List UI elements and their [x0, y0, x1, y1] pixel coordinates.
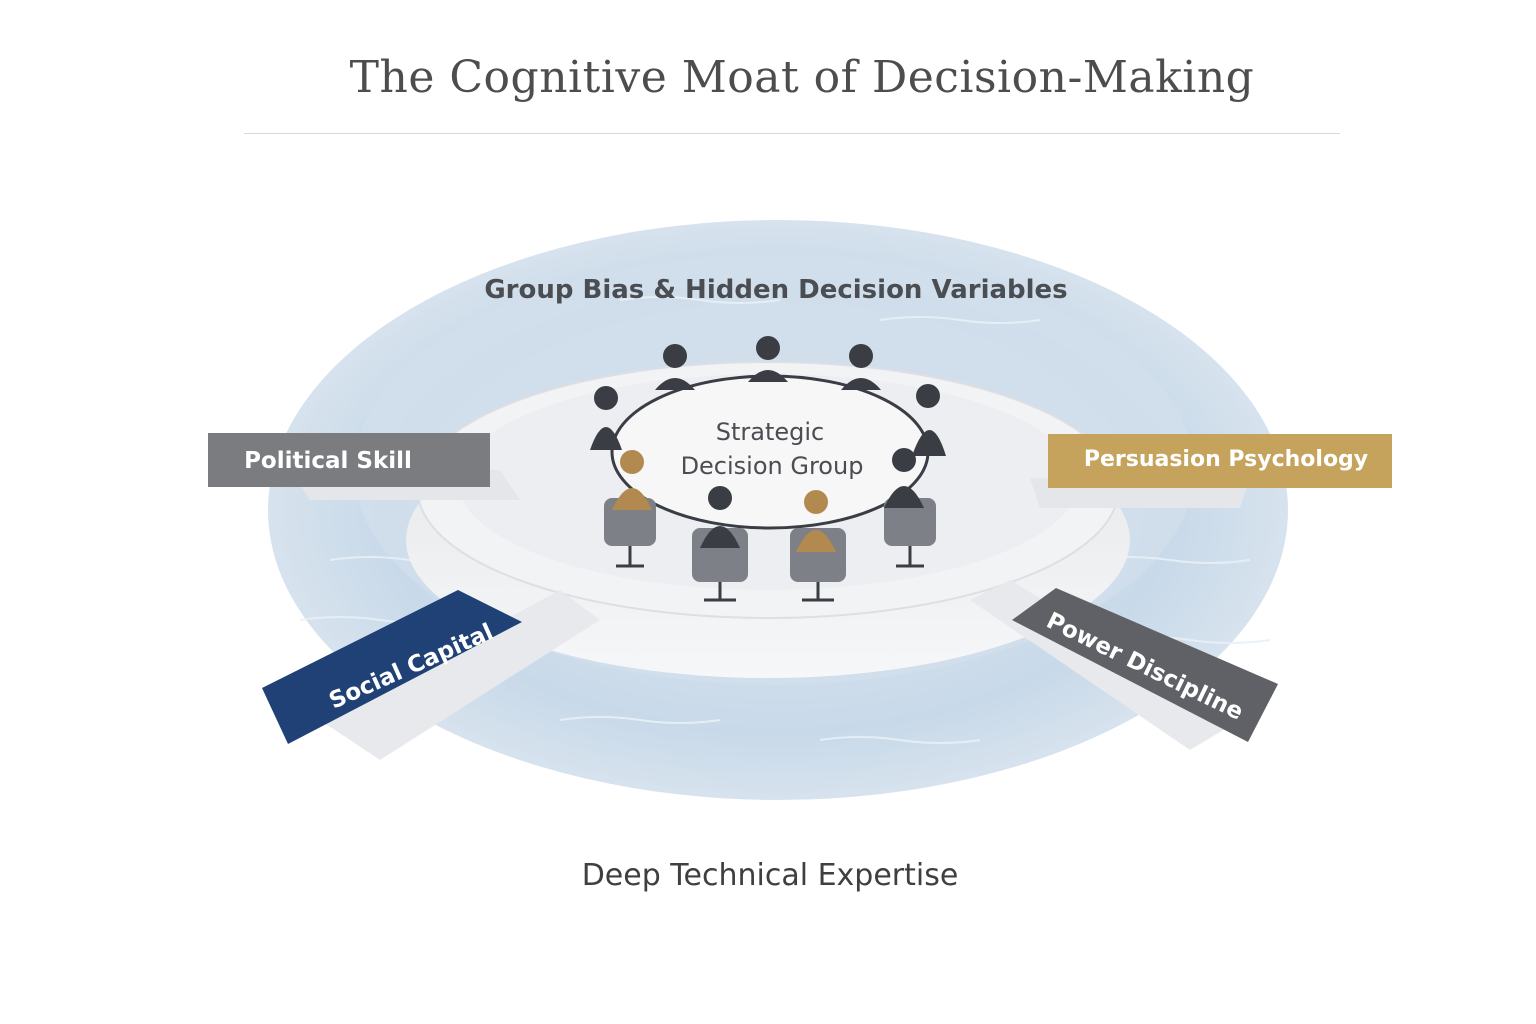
person [748, 336, 788, 382]
person [841, 344, 881, 390]
person-accent [612, 450, 652, 510]
people-back-row [590, 336, 946, 456]
person [590, 386, 622, 450]
center-label-line1: Strategic [716, 418, 825, 446]
page-title: The Cognitive Moat of Decision-Making [349, 52, 1255, 103]
people-front-row [604, 448, 936, 602]
person [884, 448, 924, 508]
footer-label: Deep Technical Expertise [581, 858, 959, 893]
title-divider [244, 133, 1340, 134]
outer-ring-label: Group Bias & Hidden Decision Variables [484, 275, 1067, 305]
bridge-sign-power-discipline [1012, 588, 1278, 742]
person [655, 344, 695, 390]
bridge-label-persuasion-psychology: Persuasion Psychology [1084, 447, 1368, 472]
bridge-sign-persuasion-psychology [1048, 434, 1392, 488]
person-accent [796, 490, 836, 552]
bridge-label-political-skill: Political Skill [244, 448, 412, 474]
person [912, 384, 946, 456]
bridge-sign-social-capital [262, 590, 522, 744]
bridge-sign-political-skill [208, 433, 490, 487]
center-label-line2: Decision Group [681, 452, 864, 480]
chair-bases [616, 546, 924, 602]
bridge-deck-social-capital [320, 590, 600, 760]
chair [884, 498, 936, 546]
person [700, 486, 740, 548]
bridges [208, 433, 1392, 760]
